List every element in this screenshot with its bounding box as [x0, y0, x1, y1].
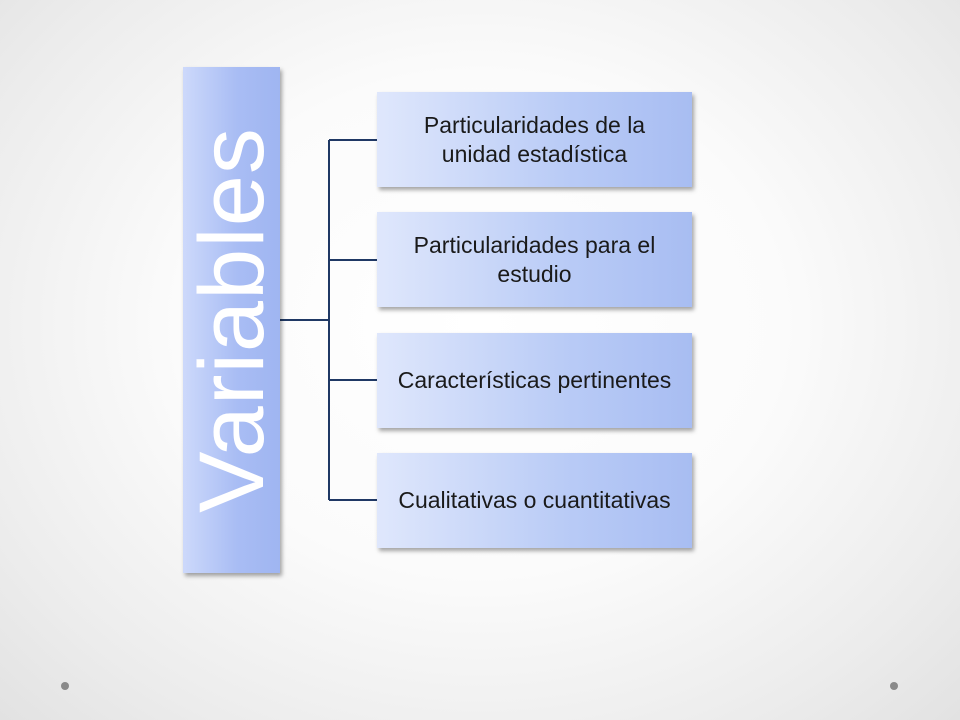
decorative-dot-right: [890, 682, 898, 690]
child-node-label: Cualitativas o cuantitativas: [398, 487, 671, 513]
child-node-4: Cualitativas o cuantitativas: [377, 453, 692, 548]
child-node-1: Particularidades de la unidad estadístic…: [377, 92, 692, 187]
child-node-3: Características pertinentes: [377, 333, 692, 428]
child-node-label: Particularidades de la unidad estadístic…: [423, 111, 646, 167]
child-node-2: Particularidades para el estudio: [377, 212, 692, 307]
root-node-variables: Variables: [180, 67, 283, 573]
root-node-label: Variables: [180, 127, 283, 513]
child-node-label: Particularidades para el estudio: [413, 231, 656, 287]
child-node-label: Características pertinentes: [397, 367, 672, 393]
decorative-dot-left: [61, 682, 69, 690]
